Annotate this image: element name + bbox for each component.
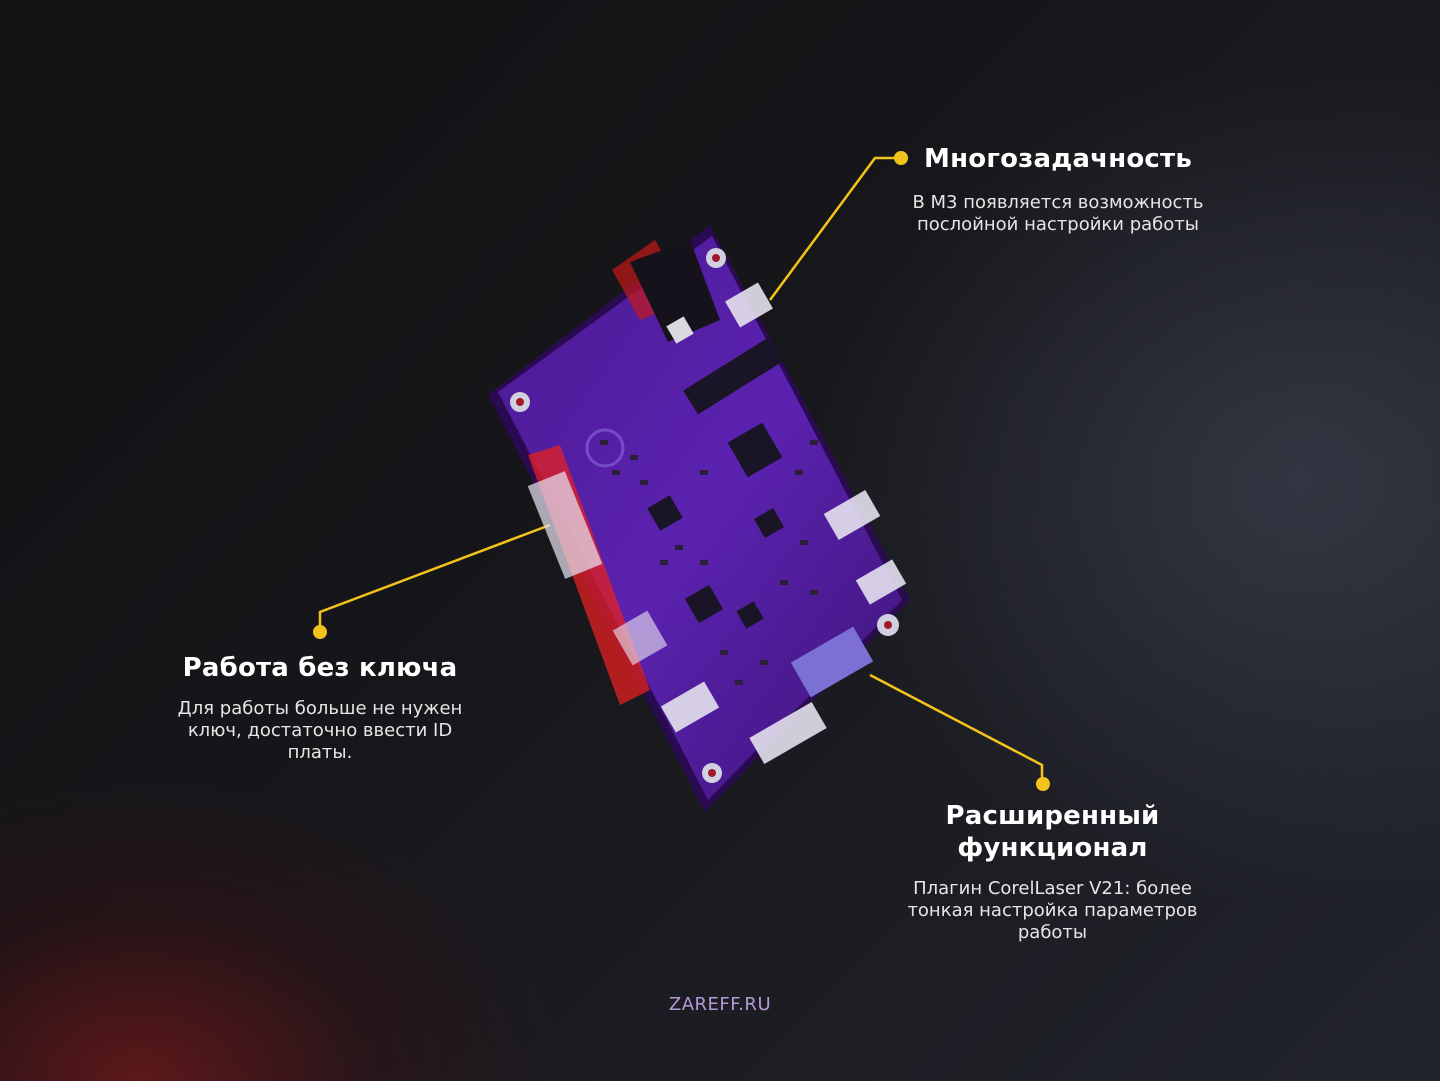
callout-description: Для работы больше не нужен ключ, достато… <box>177 698 463 763</box>
multitask-dot <box>894 151 908 165</box>
callout-description: Плагин CorelLaser V21: более тонкая наст… <box>907 878 1198 943</box>
callout-extended-features: Расширенный функционал Плагин CorelLaser… <box>900 800 1205 944</box>
footer-site-link[interactable]: ZAREFF.RU <box>668 994 772 1015</box>
pcb-board <box>488 225 910 812</box>
callout-connector-lines <box>318 156 1044 780</box>
callout-dots <box>313 151 1050 791</box>
callout-description: В М3 появляется возможность послойной на… <box>912 192 1204 235</box>
callout-no-key: Работа без ключа Для работы больше не ну… <box>165 652 475 764</box>
callout-title: Работа без ключа <box>182 653 458 683</box>
no-key-dot <box>313 625 327 639</box>
callout-title: Многозадачность <box>924 144 1192 174</box>
extended-dot <box>1036 777 1050 791</box>
callout-multitasking: Многозадачность В М3 появляется возможно… <box>908 143 1208 236</box>
callout-title: Расширенный функционал <box>945 801 1160 863</box>
